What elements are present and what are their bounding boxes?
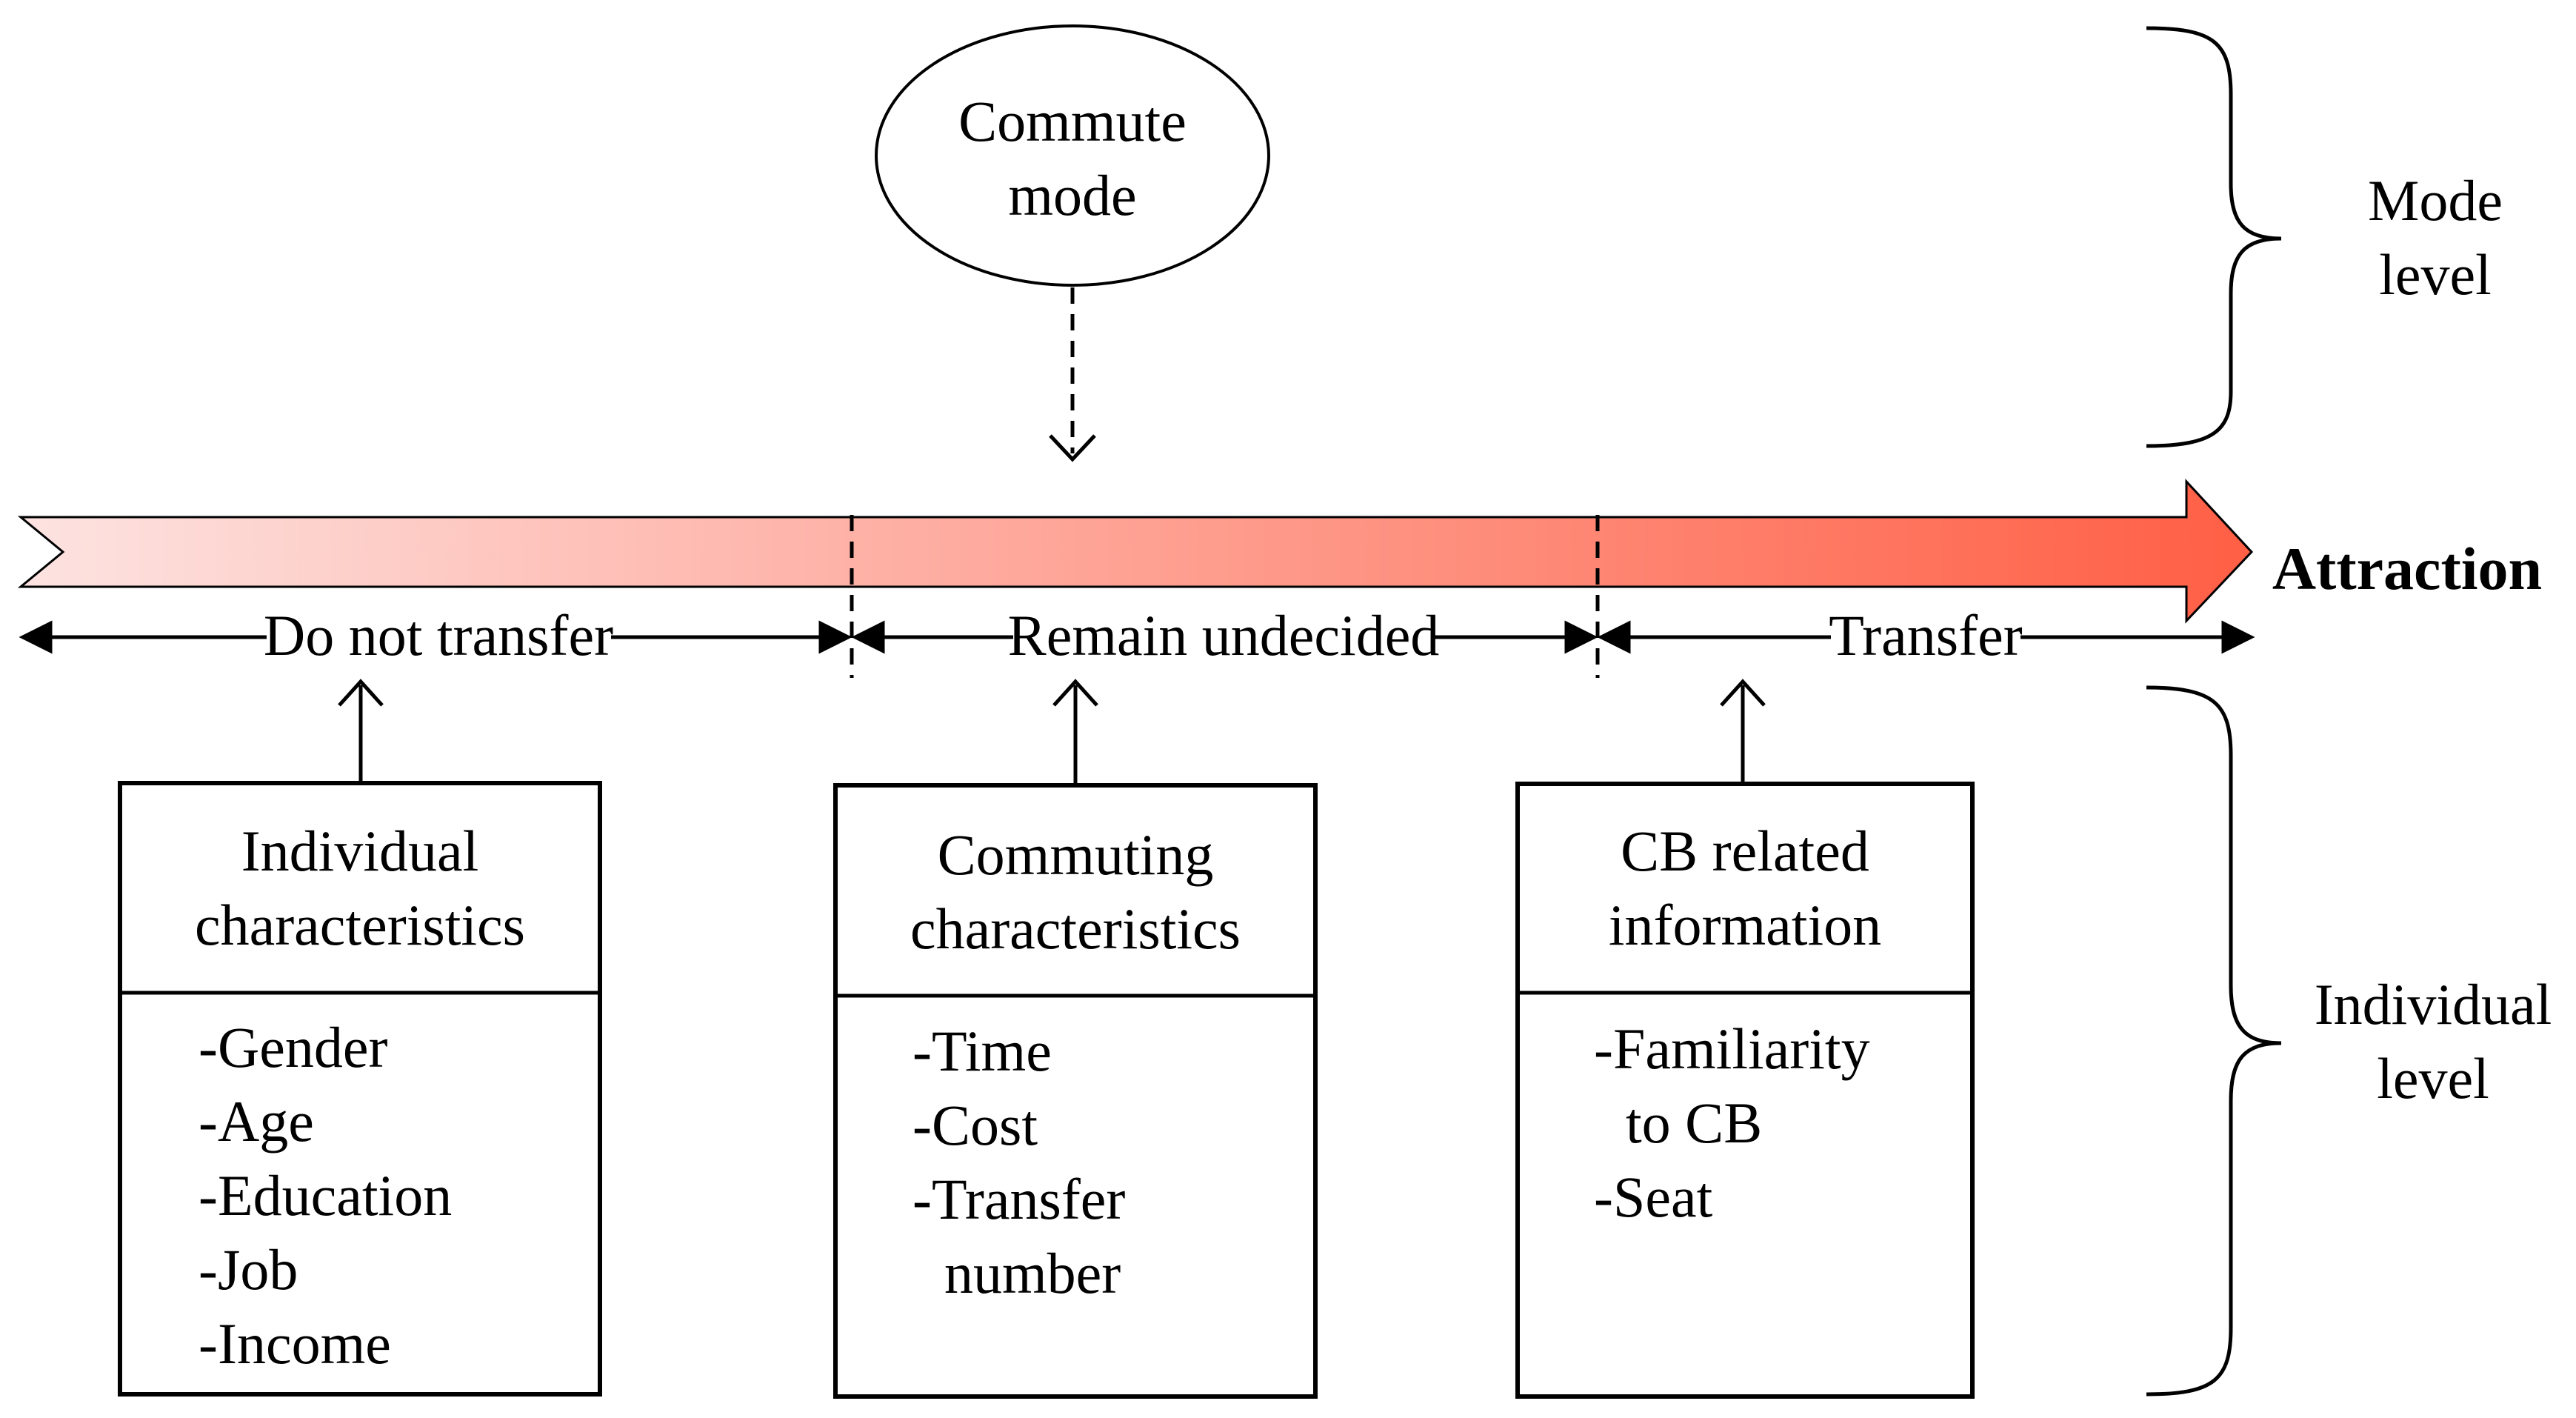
box-cb-item: to CB xyxy=(1626,1091,1762,1155)
attraction-arrow xyxy=(17,479,2254,624)
individual-level-brace xyxy=(2146,685,2282,1397)
mode-level-label-line2: level xyxy=(2379,242,2492,307)
box-commuting-title-line1: Commuting xyxy=(938,822,1214,887)
segment-arrow-transfer: Transfer xyxy=(1597,603,2255,668)
box-individual-item: -Job xyxy=(198,1237,298,1302)
commute-mode-ellipse xyxy=(875,24,1270,287)
box-individual-title-line2: characteristics xyxy=(195,893,525,957)
commute-mode-label-line2: mode xyxy=(1008,163,1136,227)
box-commuting-item: -Time xyxy=(912,1019,1052,1083)
box-individual-title-line1: Individual xyxy=(241,819,479,883)
box-commuting-item: -Cost xyxy=(912,1093,1038,1157)
individual-level-label-line2: level xyxy=(2377,1046,2489,1111)
commute-mode-node: Commute mode xyxy=(875,24,1270,287)
box-cb-title-line1: CB related xyxy=(1621,819,1869,883)
segment-label-transfer: Transfer xyxy=(1829,603,2022,668)
segment-arrow-do-not-transfer: Do not transfer xyxy=(19,603,852,668)
commute-mode-label-line1: Commute xyxy=(958,89,1187,153)
box-cb-item: -Familiarity xyxy=(1594,1016,1870,1081)
box-individual-item: -Gender xyxy=(198,1015,388,1079)
box-commuting-title-line2: characteristics xyxy=(910,896,1241,961)
box-individual-characteristics: Individual characteristics -Gender -Age … xyxy=(118,781,602,1397)
influence-arrow-commuting xyxy=(1052,679,1098,785)
mode-influence-arrow xyxy=(1049,287,1096,462)
segment-arrow-remain-undecided: Remain undecided xyxy=(851,603,1598,668)
mode-level-label-line1: Mode xyxy=(2368,168,2503,233)
attraction-label: Attraction xyxy=(2272,535,2542,602)
box-cb-item: -Seat xyxy=(1594,1165,1713,1229)
influence-arrow-cb-info xyxy=(1720,679,1766,784)
box-cb-related-information: CB related information -Familiarity to C… xyxy=(1515,782,1975,1399)
segment-label-remain-undecided: Remain undecided xyxy=(1008,603,1440,668)
individual-level-label-line1: Individual xyxy=(2315,972,2552,1036)
box-individual-item: -Age xyxy=(198,1089,314,1154)
box-commuting-characteristics: Commuting characteristics -Time -Cost -T… xyxy=(833,783,1318,1399)
influence-arrow-individual xyxy=(338,679,384,782)
box-individual-item: -Education xyxy=(198,1163,452,1228)
box-commuting-item: -Transfer xyxy=(912,1167,1125,1231)
segment-label-do-not-transfer: Do not transfer xyxy=(264,603,613,668)
mode-level-brace xyxy=(2146,26,2282,448)
box-commuting-item: number xyxy=(944,1241,1121,1305)
box-cb-title-line2: information xyxy=(1609,893,1881,957)
box-individual-item: -Income xyxy=(198,1311,391,1376)
